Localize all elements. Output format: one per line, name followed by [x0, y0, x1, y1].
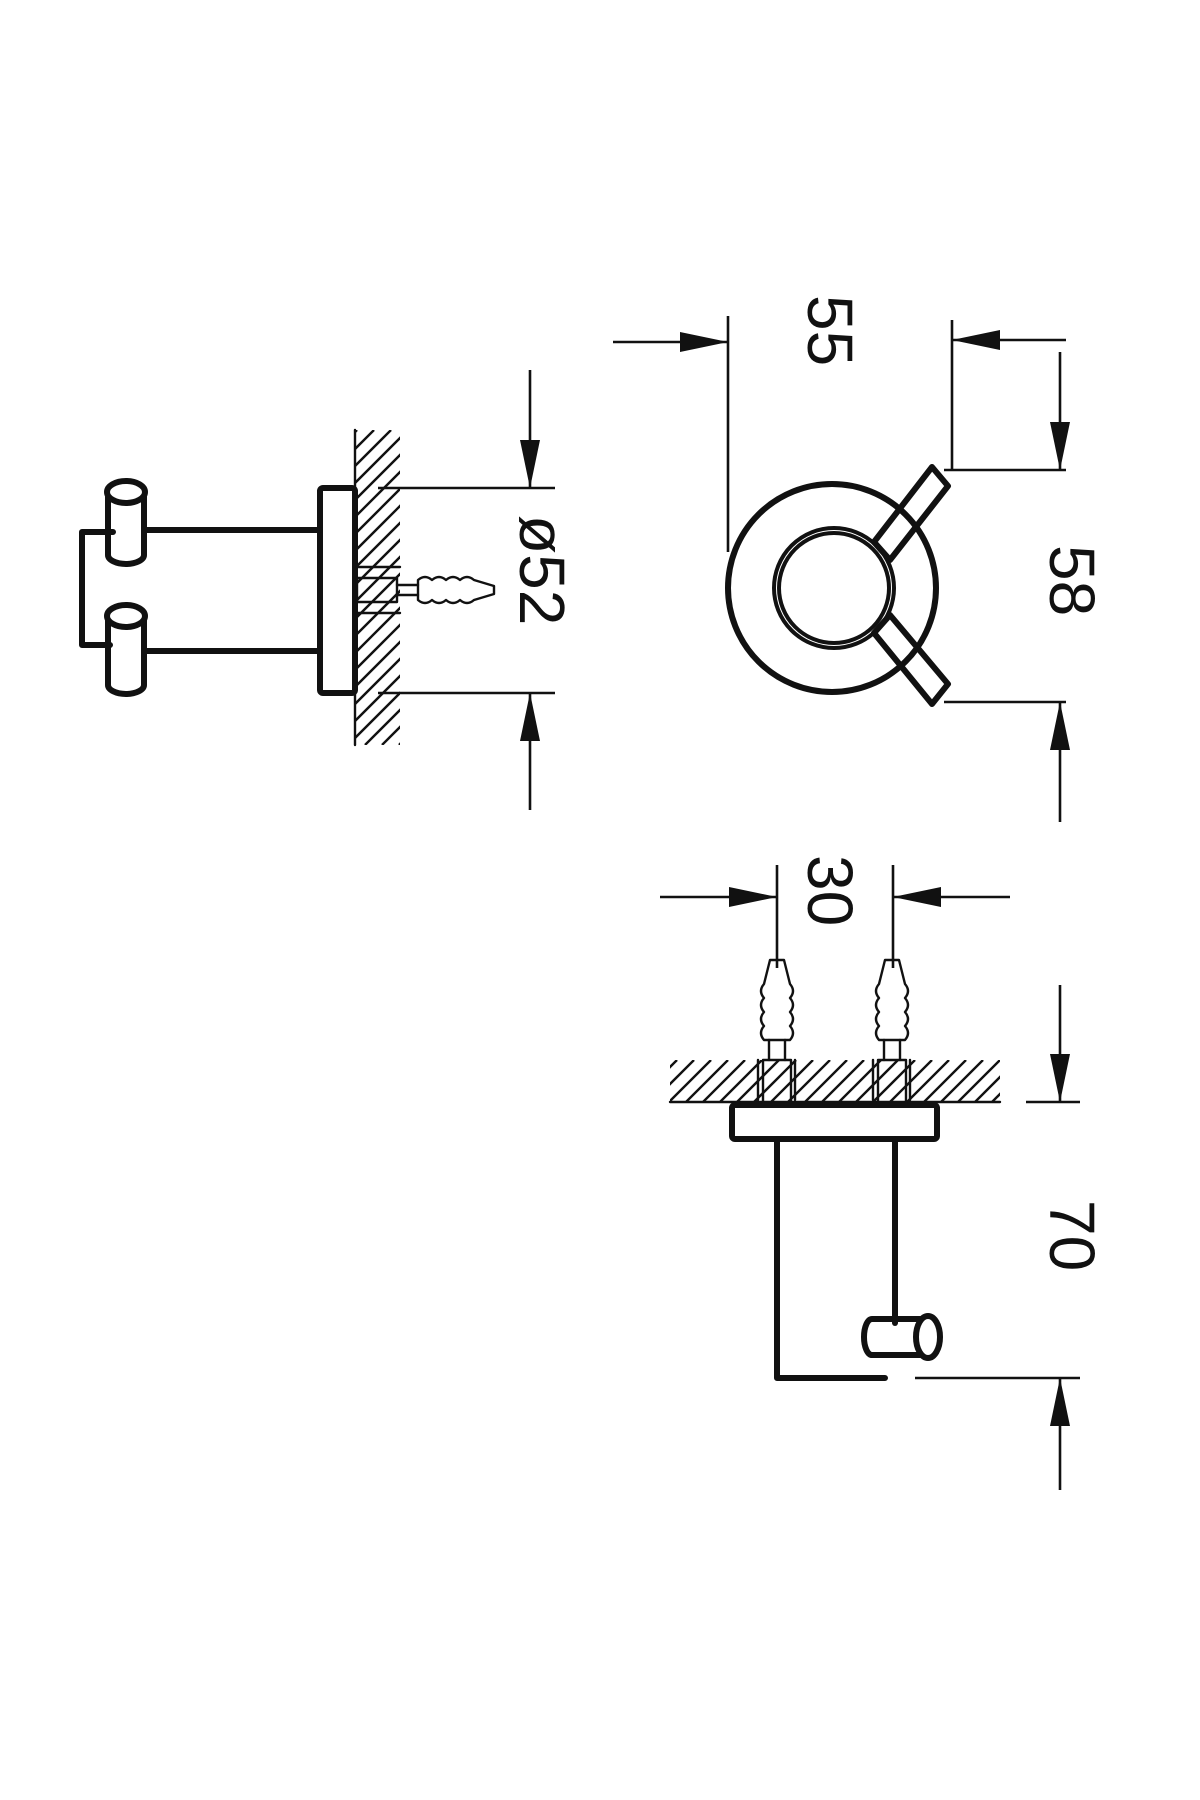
hook-knob-lower [104, 602, 148, 697]
hatch-line [974, 1075, 1000, 1102]
hatch-line [603, 430, 918, 745]
hatch-line [670, 1060, 695, 1086]
hatch-line [355, 453, 400, 502]
hatch-line [355, 430, 392, 468]
hatch-line [1009, 1060, 1051, 1102]
side-view: ø52 [25, 370, 1037, 810]
wall-hatch-top [618, 1060, 1051, 1102]
base-plate-side [317, 485, 358, 696]
hatch-line [637, 430, 952, 745]
hatch-line [618, 1060, 660, 1102]
dimension-projection: 70 [915, 985, 1108, 1490]
hatch-line [670, 1060, 712, 1102]
hatch-line [957, 1060, 1000, 1102]
hatch-line [433, 430, 748, 745]
hatch-line [355, 470, 400, 519]
dimension-plate-diameter: ø52 [378, 370, 578, 810]
hatch-line [702, 1060, 746, 1102]
hatch-line [906, 1060, 950, 1102]
hook-knob-top [861, 1313, 943, 1361]
hatch-line [586, 430, 901, 745]
hatch-line [355, 430, 375, 451]
hatch-line [923, 1060, 967, 1102]
hatch-line [688, 430, 1003, 745]
screw-left-top [759, 958, 795, 1106]
hatch-line [685, 1060, 729, 1102]
hook-knob-upper [104, 478, 148, 567]
hatch-line [753, 1060, 797, 1102]
hatch-line [25, 430, 340, 745]
dimension-height: 58 [944, 320, 1108, 822]
hatch-line [355, 521, 400, 570]
hatch-line [991, 1092, 1000, 1102]
hatch-line [552, 430, 867, 745]
hatch-line [355, 555, 400, 604]
dimension-label-width: 55 [794, 295, 866, 366]
hatch-line [355, 487, 400, 536]
hatch-line [355, 657, 400, 706]
hatch-line [535, 430, 850, 745]
front-view: 55 58 [613, 295, 1108, 822]
screw-anchor-side [355, 575, 496, 605]
hatch-line [705, 430, 1020, 745]
hook-body-top [774, 1136, 888, 1381]
hatch-line [804, 1060, 848, 1102]
dimension-screw-spacing: 30 [660, 855, 1010, 968]
hatch-line [355, 572, 400, 621]
hatch-line [722, 430, 1037, 745]
hatch-line [719, 1060, 763, 1102]
dimension-width: 55 [613, 295, 866, 552]
hatch-line [838, 1060, 882, 1102]
hook-arms-front [871, 464, 951, 707]
hatch-line [821, 1060, 865, 1102]
dimension-label-projection: 70 [1036, 1200, 1108, 1271]
hatch-line [940, 1060, 984, 1102]
hatch-line [355, 430, 358, 434]
dimension-label-diameter: ø52 [506, 515, 578, 625]
dimension-label-spacing: 30 [794, 855, 866, 926]
hatch-line [872, 1060, 916, 1102]
hatch-line [450, 430, 765, 745]
base-plate-top [729, 1102, 940, 1142]
screw-right-top [874, 958, 910, 1106]
top-view: 30 70 [618, 855, 1108, 1490]
hatch-line [670, 1060, 678, 1069]
dimension-label-height: 58 [1036, 545, 1108, 616]
rosette-outer-circle [725, 481, 939, 695]
